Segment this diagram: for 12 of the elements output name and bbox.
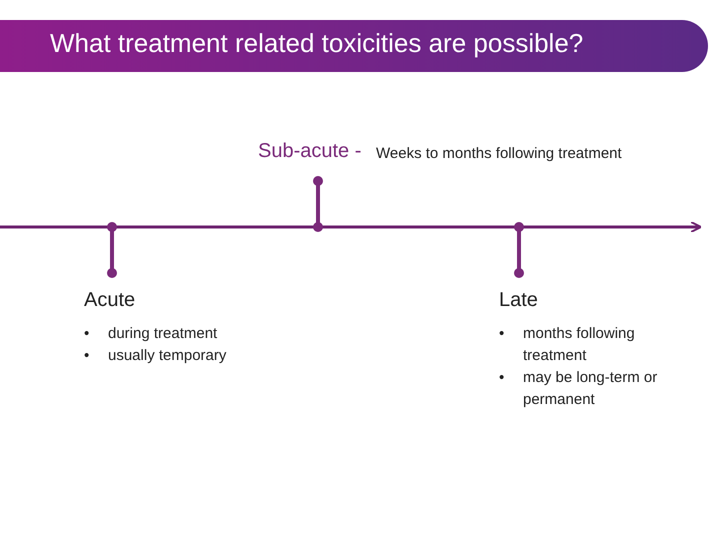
bullet-marker: • (499, 324, 504, 344)
bullet-marker: • (84, 324, 90, 344)
phase-heading: Acute (84, 289, 136, 312)
bullet-text: during treatment (108, 325, 218, 342)
bullet-text: usually temporary (108, 347, 226, 364)
bullet-marker: • (84, 346, 90, 366)
bullet-marker: • (499, 368, 504, 388)
phase-heading: Late (499, 289, 538, 312)
phase-description: Weeks to months following treatment (376, 145, 622, 162)
bullet-text: may be long-term or permanent (523, 369, 658, 408)
phase-heading: Sub-acute - (258, 140, 362, 163)
slide-title: What treatment related toxicities are possible? (50, 28, 584, 59)
